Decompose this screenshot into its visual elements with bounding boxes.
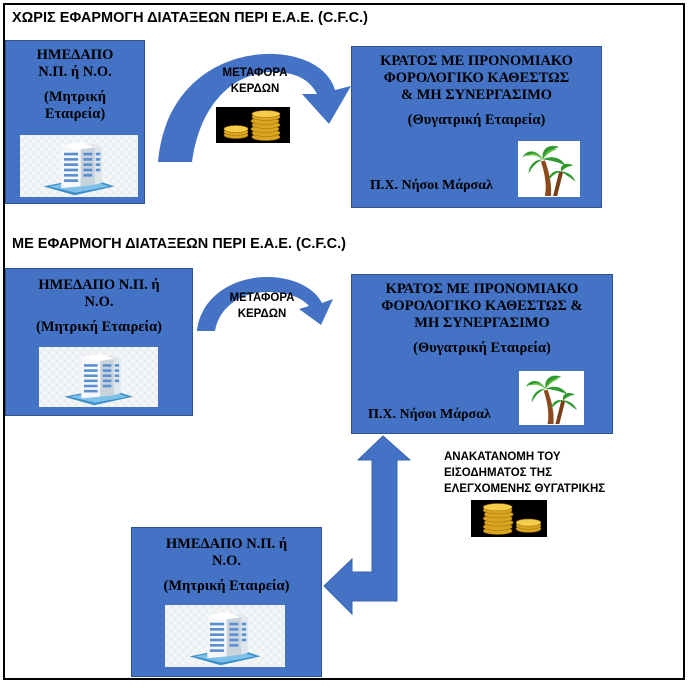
office-building-icon xyxy=(39,347,158,407)
parent-box-sub2: Εταιρεία) xyxy=(44,106,106,122)
profit-transfer-label: ΜΕΤΑΦΟΡΑ ΚΕΡΔΩΝ xyxy=(210,65,300,97)
income-redistribution-label: ΑΝΑΚΑΤΑΝΟΜΗ ΤΟΥ ΕΙΣΟΔΗΜΑΤΟΣ ΤΗΣ ΕΛΕΓΧΟΜΕ… xyxy=(444,449,605,497)
parent-box-sub1: (Μητρική xyxy=(44,89,106,105)
example-country-label: Π.Χ. Νήσοι Μάρσαλ xyxy=(368,407,491,422)
profit-transfer-arrow xyxy=(197,277,333,331)
gold-coins-icon xyxy=(216,107,290,143)
profit-transfer-label: ΜΕΤΑΦΟΡΑ ΚΕΡΔΩΝ xyxy=(222,290,302,322)
subsidiary-box-line1: ΚΡΑΤΟΣ ΜΕ ΠΡΟΝΟΜΙΑΚΟ xyxy=(385,281,579,297)
gold-coins-icon xyxy=(471,500,547,537)
parent-box-line2: Ν.Π. ή Ν.Ο. xyxy=(38,64,112,80)
subsidiary-box-line2: ΦΟΡΟΛΟΓΙΚΟ ΚΑΘΕΣΤΩΣ & xyxy=(381,298,583,314)
parent-box-line2: Ν.Ο. xyxy=(84,294,114,310)
subsidiary-box-line3: ΜΗ ΣΥΝΕΡΓΑΣΙΜΟ xyxy=(414,315,550,331)
parent-box-line1: ΗΜΕΔΑΠΟ Ν.Π. ή xyxy=(165,536,288,552)
section-heading-with-cfc: ΜΕ ΕΦΑΡΜΟΓΗ ΔΙΑΤΑΞΕΩΝ ΠΕΡΙ Ε.Α.Ε. (C.F.C… xyxy=(12,236,346,252)
arrow-label-line1: ΜΕΤΑΦΟΡΑ xyxy=(222,67,288,79)
parent-box-line2: Ν.Ο. xyxy=(212,553,241,569)
arrow-label-line1: ΜΕΤΑΦΟΡΑ xyxy=(229,292,295,304)
redistribution-label-line3: ΕΛΕΓΧΟΜΕΝΗΣ ΘΥΓΑΤΡΙΚΗΣ xyxy=(444,483,606,495)
parent-box-line1: ΗΜΕΔΑΠΟ xyxy=(36,47,114,63)
arrow-label-line2: ΚΕΡΔΩΝ xyxy=(230,83,280,95)
office-building-icon xyxy=(165,605,285,667)
palm-trees-icon xyxy=(519,371,584,425)
arrow-label-line2: ΚΕΡΔΩΝ xyxy=(237,308,287,320)
parent-box-line1: ΗΜΕΔΑΠΟ Ν.Π. ή xyxy=(38,277,160,293)
office-building-icon xyxy=(20,135,138,197)
income-redistribution-arrow xyxy=(323,435,412,616)
palm-trees-icon xyxy=(518,141,580,197)
redistribution-label-line2: ΕΙΣΟΔΗΜΑΤΟΣ ΤΗΣ xyxy=(444,467,552,479)
subsidiary-box-line3: & ΜΗ ΣΥΝΕΡΓΑΣΙΜΟ xyxy=(400,87,553,103)
section-heading-without-cfc: ΧΩΡΙΣ ΕΦΑΡΜΟΓΗ ΔΙΑΤΑΞΕΩΝ ΠΕΡΙ Ε.Α.Ε. (C.… xyxy=(12,10,368,26)
subsidiary-box-sub: (Θυγατρική Εταιρεία) xyxy=(407,112,546,128)
redistribution-label-line1: ΑΝΑΚΑΤΑΝΟΜΗ ΤΟΥ xyxy=(444,451,561,463)
subsidiary-box-line2: ΦΟΡΟΛΟΓΙΚΟ ΚΑΘΕΣΤΩΣ xyxy=(383,70,570,86)
parent-box-sub: (Μητρική Εταιρεία) xyxy=(163,578,290,594)
example-country-label: Π.Χ. Νήσοι Μάρσαλ xyxy=(370,178,493,193)
parent-box-sub: (Μητρική Εταιρεία) xyxy=(36,319,162,335)
subsidiary-company-box: ΚΡΑΤΟΣ ΜΕ ΠΡΟΝΟΜΙΑΚΟ ΦΟΡΟΛΟΓΙΚΟ ΚΑΘΕΣΤΩΣ… xyxy=(351,46,602,208)
profit-transfer-arrow xyxy=(158,53,351,162)
subsidiary-box-sub: (Θυγατρική Εταιρεία) xyxy=(413,340,551,356)
subsidiary-box-line1: ΚΡΑΤΟΣ ΜΕ ΠΡΟΝΟΜΙΑΚΟ xyxy=(380,53,573,69)
